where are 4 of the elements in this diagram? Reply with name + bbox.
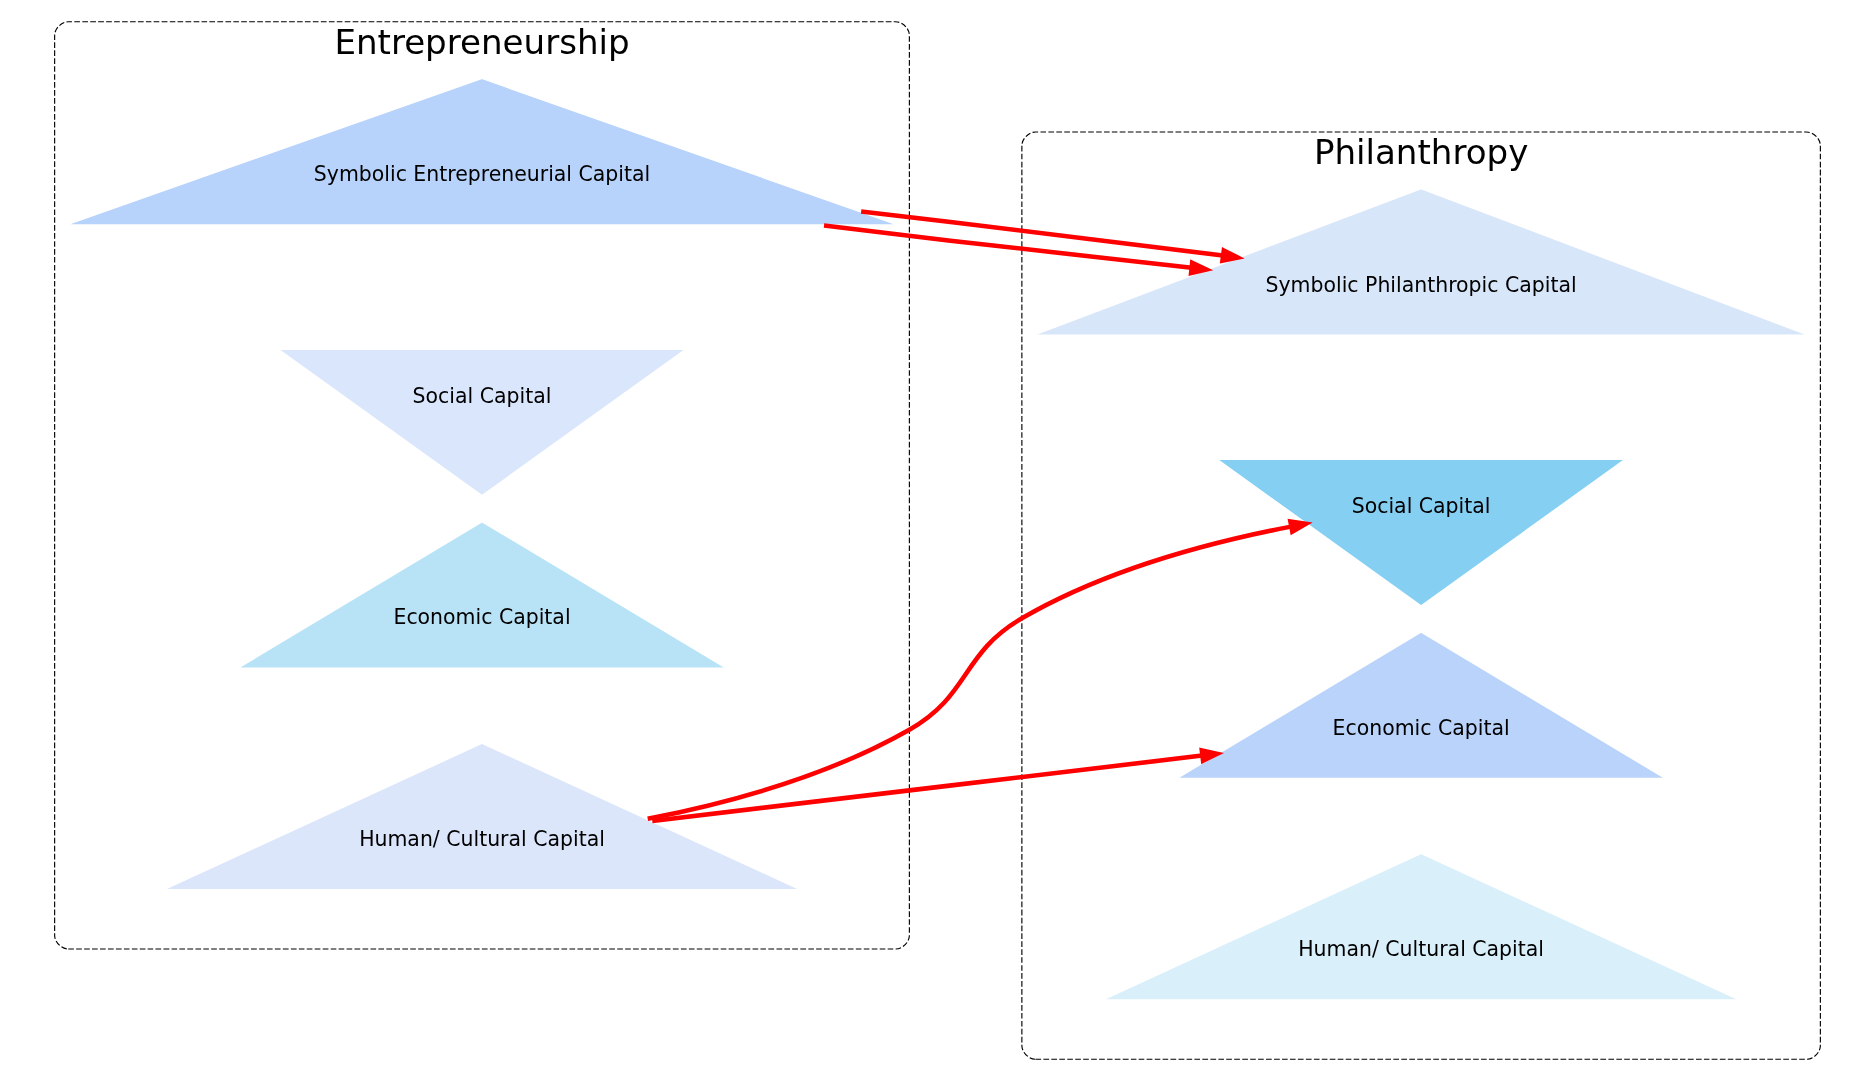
arrow	[646, 518, 1313, 822]
arrow	[823, 223, 1213, 276]
arrow	[860, 209, 1245, 264]
arrow	[651, 747, 1224, 824]
